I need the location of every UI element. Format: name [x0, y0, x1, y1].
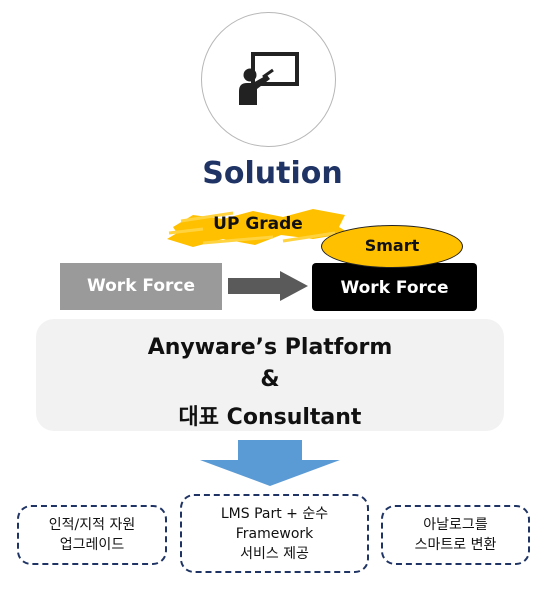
outcome-line: 스마트로 변환	[414, 537, 497, 553]
outcome-analog-to-smart: 아날로그를 스마트로 변환	[381, 505, 530, 565]
upgrade-highlight: UP Grade	[163, 205, 353, 249]
outcome-line: 아날로그를	[423, 517, 488, 533]
presentation-teacher-icon	[239, 52, 299, 105]
outcome-lms-framework: LMS Part + 순수 Framework 서비스 제공	[180, 494, 369, 573]
presentation-icon-circle	[201, 12, 336, 147]
workforce-after-box: Work Force	[312, 263, 477, 311]
upgrade-label: UP Grade	[213, 214, 303, 234]
smart-badge: Smart	[321, 225, 463, 268]
workforce-before-box: Work Force	[60, 263, 222, 310]
outcome-line: 서비스 제공	[240, 545, 309, 562]
outcome-line: LMS Part + 순수	[220, 505, 329, 522]
outcome-resource-upgrade: 인적/지적 자원 업그레이드	[17, 505, 167, 565]
arrow-right-icon	[228, 271, 308, 301]
arrow-down-icon	[200, 440, 340, 486]
outcome-line: Framework	[235, 525, 314, 542]
platform-box: Anyware’s Platform & 대표 Consultant	[36, 319, 504, 431]
brush-stroke-shape	[167, 209, 349, 247]
outcome-line: 인적/지적 자원	[48, 517, 136, 533]
platform-title: Anyware’s Platform	[147, 335, 393, 360]
platform-ampersand: &	[260, 367, 280, 392]
platform-consultant: 대표 Consultant	[178, 405, 362, 430]
outcome-line: 업그레이드	[59, 537, 125, 553]
page-title: Solution	[202, 156, 343, 191]
